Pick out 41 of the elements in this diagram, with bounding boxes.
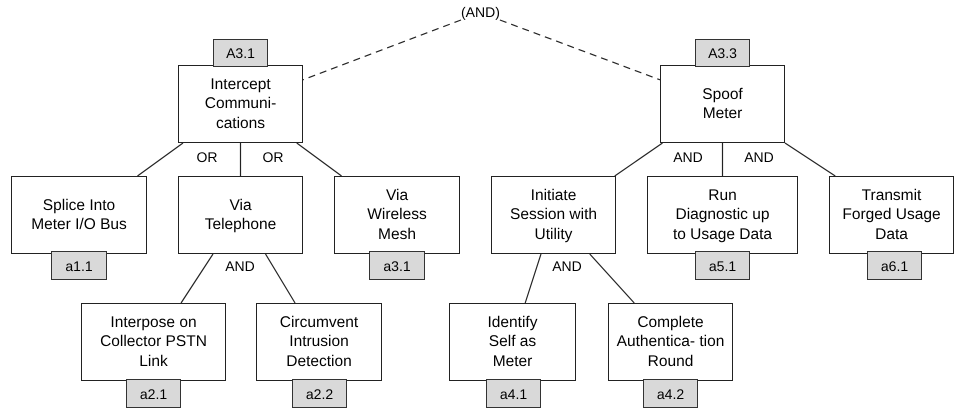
connector-line bbox=[137, 142, 184, 176]
step-id-tag: a3.1 bbox=[369, 251, 425, 280]
step-id-tag: A3.3 bbox=[695, 39, 750, 67]
gate-label: (AND) bbox=[461, 4, 500, 20]
connector-line bbox=[264, 254, 296, 304]
connector-line bbox=[240, 143, 242, 176]
step-text: Interpose on Collector PSTN Link bbox=[99, 312, 208, 372]
step-text: Via Telephone bbox=[204, 196, 278, 234]
gate-label: AND bbox=[225, 258, 255, 274]
step-text: Initiate Session with Utility bbox=[508, 186, 598, 244]
gate-label: OR bbox=[196, 149, 218, 165]
gate-label: AND bbox=[552, 258, 582, 274]
gate-label: AND bbox=[744, 149, 774, 165]
step-text: Transmit Forged Usage Data bbox=[842, 186, 942, 244]
connector-line bbox=[784, 142, 836, 176]
step-text: Via Wireless Mesh bbox=[366, 186, 428, 244]
connector-line bbox=[589, 254, 635, 304]
step-text: Splice Into Meter I/O Bus bbox=[30, 196, 128, 234]
step-id-tag: a6.1 bbox=[867, 251, 922, 280]
connector-line bbox=[180, 254, 214, 304]
step-text: Run Diagnostic up to Usage Data bbox=[672, 186, 773, 244]
dashed-connector bbox=[500, 19, 660, 80]
step-id-tag: a5.1 bbox=[695, 251, 750, 280]
step-id-tag: a1.1 bbox=[51, 251, 107, 280]
step-text: Spoof Meter bbox=[701, 84, 744, 124]
step-text: Intercept Communi- cations bbox=[204, 74, 278, 134]
connector-line bbox=[614, 142, 663, 176]
step-id-tag: a4.1 bbox=[486, 379, 541, 408]
gate-label: AND bbox=[673, 149, 703, 165]
step-text: Identify Self as Meter bbox=[486, 312, 538, 372]
gate-label: OR bbox=[262, 149, 284, 165]
step-text: Complete Authentica- tion Round bbox=[616, 312, 726, 372]
connector-line bbox=[722, 143, 724, 176]
step-id-tag: a2.1 bbox=[126, 379, 181, 408]
step-text: Circumvent Intrusion Detection bbox=[278, 312, 360, 372]
step-id-tag: a4.2 bbox=[643, 379, 698, 408]
connector-line bbox=[524, 254, 542, 304]
dashed-connector bbox=[302, 19, 462, 80]
step-id-tag: A3.1 bbox=[213, 39, 268, 67]
step-id-tag: a2.2 bbox=[292, 379, 347, 408]
connector-line bbox=[296, 142, 342, 176]
